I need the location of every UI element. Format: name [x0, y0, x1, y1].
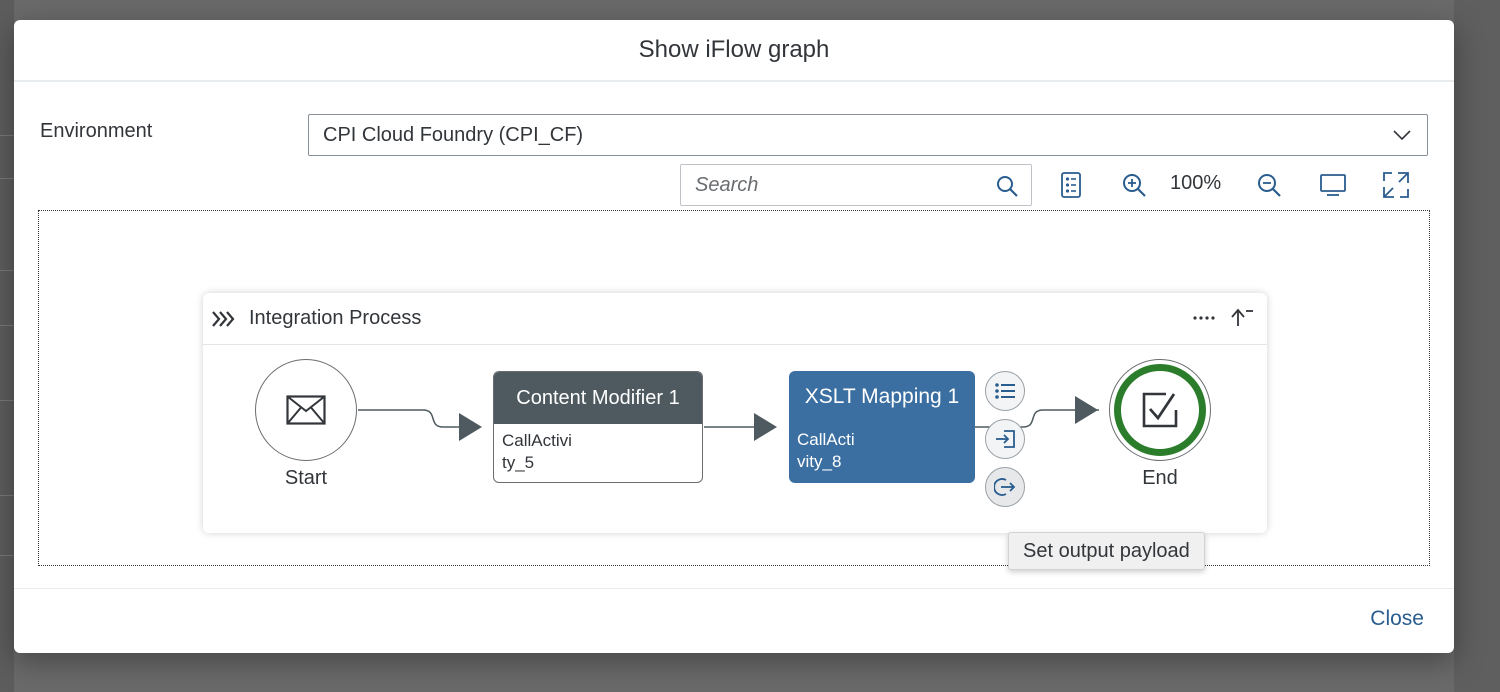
- collapse-icon[interactable]: [1229, 305, 1255, 329]
- start-label: Start: [284, 467, 328, 489]
- environment-label: Environment: [40, 120, 153, 142]
- envelope-icon: [286, 395, 326, 425]
- zoom-in-icon: [1123, 174, 1146, 197]
- content-modifier-title: Content Modifier 1: [494, 372, 702, 424]
- list-icon: [995, 383, 1015, 399]
- xslt-mapping-node[interactable]: XSLT Mapping 1 CallActi vity_8: [789, 371, 975, 483]
- chevron-down-icon[interactable]: [1391, 124, 1413, 146]
- zoom-level: 100%: [1170, 172, 1222, 194]
- check-box-icon: [1142, 392, 1178, 428]
- zoom-in-button[interactable]: [1119, 170, 1149, 200]
- legend-button[interactable]: [1056, 170, 1086, 200]
- background-line: [0, 495, 14, 496]
- legend-icon: [1061, 172, 1081, 198]
- background-left-strip: [0, 0, 14, 692]
- arrow-head: [459, 413, 482, 441]
- arrow-head: [1075, 396, 1098, 424]
- close-button[interactable]: Close: [1370, 607, 1424, 630]
- xslt-mapping-id-line2: vity_8: [797, 452, 842, 471]
- content-modifier-id-line2: ty_5: [502, 453, 535, 472]
- content-modifier-node[interactable]: Content Modifier 1 CallActivi ty_5: [493, 371, 703, 483]
- dialog-title: Show iFlow graph: [638, 36, 830, 63]
- background-line: [0, 135, 14, 136]
- graph-canvas[interactable]: Integration Process Start Content Modifi…: [38, 210, 1430, 566]
- pool-actions: [1191, 305, 1255, 329]
- environment-select-value: CPI Cloud Foundry (CPI_CF): [323, 123, 584, 146]
- background-right: [1454, 0, 1500, 692]
- iflow-graph-dialog: Show iFlow graph Environment CPI Cloud F…: [14, 20, 1454, 653]
- xslt-mapping-id-line1: CallActi: [797, 430, 855, 449]
- environment-select[interactable]: CPI Cloud Foundry (CPI_CF): [308, 114, 1428, 156]
- background-line: [0, 178, 14, 179]
- action-tooltip: Set output payload: [1008, 532, 1205, 570]
- background-line: [0, 400, 14, 401]
- zoom-out-button[interactable]: [1254, 170, 1284, 200]
- input-icon: [996, 430, 1015, 448]
- content-modifier-id: CallActivi ty_5: [494, 424, 702, 480]
- background-line: [0, 270, 14, 271]
- end-event-ring: [1114, 364, 1206, 456]
- search-field[interactable]: [680, 164, 1032, 206]
- more-icon[interactable]: [1191, 305, 1215, 329]
- zoom-out-icon: [1258, 174, 1281, 197]
- fit-screen-icon: [1320, 174, 1346, 196]
- dialog-header: Show iFlow graph: [14, 20, 1454, 82]
- output-icon: [994, 478, 1016, 496]
- list-action-button[interactable]: [985, 371, 1025, 411]
- pool-title: Integration Process: [249, 307, 422, 329]
- start-event[interactable]: [255, 359, 357, 461]
- end-label: End: [1142, 467, 1178, 489]
- search-icon[interactable]: [995, 174, 1019, 198]
- xslt-mapping-id: CallActi vity_8: [789, 423, 975, 479]
- search-input[interactable]: [695, 173, 975, 197]
- fit-screen-button[interactable]: [1318, 170, 1348, 200]
- chevrons-right-icon[interactable]: [211, 309, 237, 329]
- fullscreen-icon: [1383, 172, 1409, 198]
- integration-process-pool[interactable]: Integration Process Start Content Modifi…: [203, 293, 1267, 533]
- content-modifier-id-line1: CallActivi: [502, 431, 572, 450]
- end-event[interactable]: [1109, 359, 1211, 461]
- set-output-payload-button[interactable]: [985, 467, 1025, 507]
- set-input-payload-button[interactable]: [985, 419, 1025, 459]
- fullscreen-button[interactable]: [1381, 170, 1411, 200]
- dialog-footer: Close: [14, 588, 1454, 653]
- background-line: [0, 325, 14, 326]
- pool-header: Integration Process: [203, 293, 1267, 345]
- background-line: [0, 555, 14, 556]
- edge-start-to-content-modifier: [358, 409, 465, 428]
- arrow-head: [754, 413, 777, 441]
- xslt-mapping-title: XSLT Mapping 1: [804, 385, 960, 408]
